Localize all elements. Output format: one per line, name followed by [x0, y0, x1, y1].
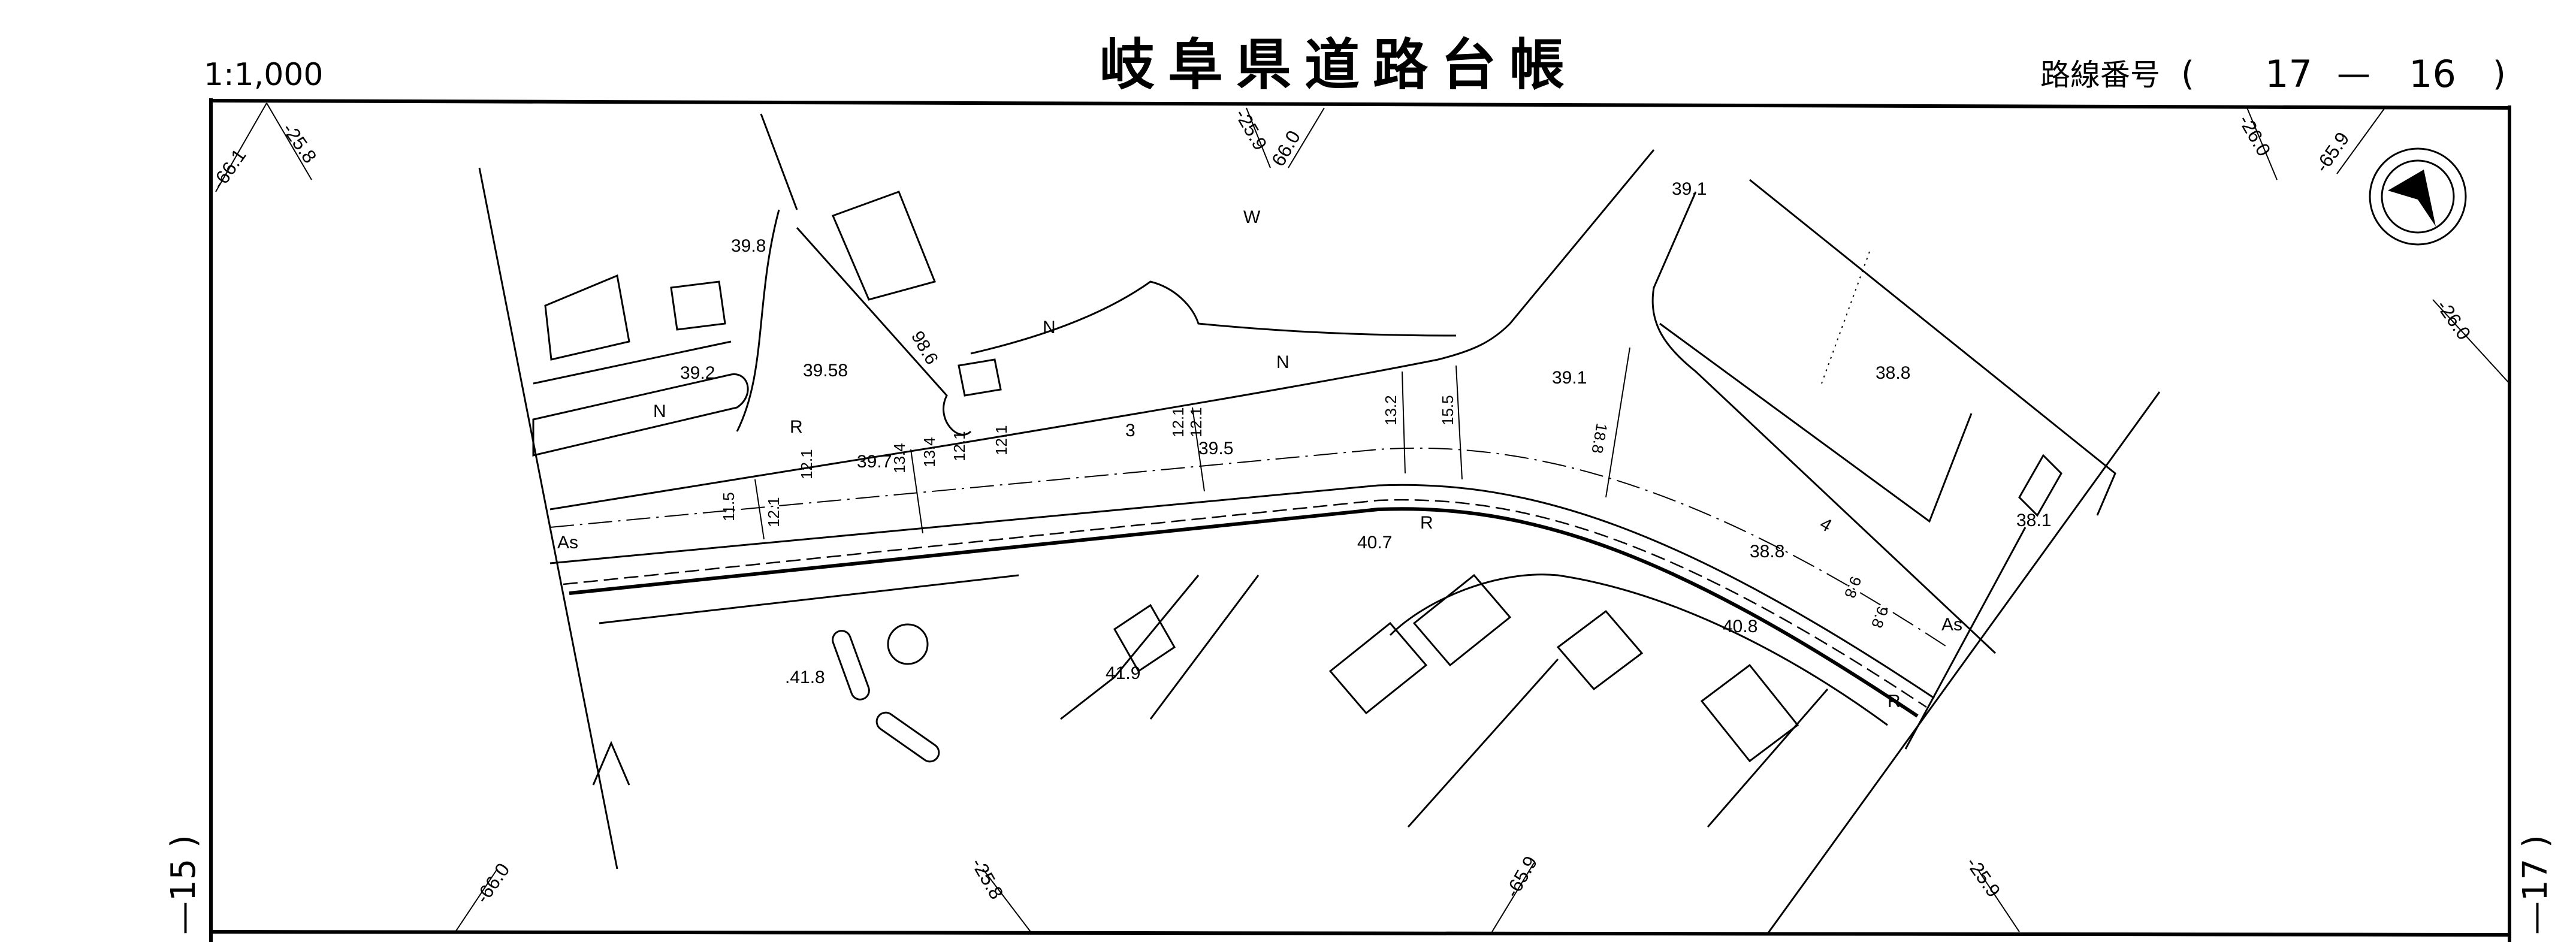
surface-label: As — [557, 533, 578, 552]
width-label: 12.1 — [765, 497, 783, 527]
route-number-dash: — — [2337, 55, 2370, 93]
route-open-paren: ( — [2181, 55, 2194, 93]
sheet-title: 岐阜県道路台帳 — [1100, 33, 1578, 97]
width-label: 11.5 — [720, 492, 738, 521]
elevation-label: 40.8 — [1723, 617, 1757, 636]
elevation-label: 41.9 — [1106, 663, 1140, 683]
elevation-label: 38.8 — [1876, 363, 1910, 383]
n-symbol: N — [1276, 352, 1289, 372]
elevation-label: 38.1 — [2016, 511, 2051, 530]
road-network — [478, 113, 2161, 934]
route-number-a: 17 — [2265, 52, 2312, 96]
elevation-label: 98.6 — [907, 328, 942, 368]
elevation-label: 39.1 — [1552, 368, 1587, 388]
elevation-label: 39.2 — [680, 363, 715, 383]
north-arrow-icon — [2369, 147, 2467, 246]
elevation-label: 39.58 — [803, 361, 848, 381]
adjacent-sheet-right: —17 ) — [2516, 835, 2555, 935]
r-symbol: R — [1888, 692, 1901, 711]
grid-label: 66.0 — [1267, 127, 1304, 170]
route-number: 路線番号 ( 17 — 16 ) — [2040, 52, 2506, 96]
route-number-b: 16 — [2409, 52, 2456, 96]
n-symbol: N — [653, 401, 666, 421]
r-symbol: R — [790, 417, 803, 437]
map-labels: 39.8 39.2 39.58 39.7 39.5 39.1 39.1 38.8… — [557, 179, 2051, 711]
map-frame — [209, 98, 2511, 942]
elevation-label: .41.8 — [785, 668, 825, 687]
grid-label: -26.0 — [2432, 295, 2475, 343]
grid-label: -25.9 — [1231, 105, 1272, 154]
elevation-label: 40.7 — [1357, 533, 1392, 552]
width-label: 12.1 — [950, 431, 968, 461]
width-dimensions: 11.5 12.1 12.1 13.4 13.4 12.1 12.1 12.1 … — [720, 347, 1892, 630]
width-label: 12.1 — [798, 449, 816, 479]
width-label: 12.1 — [1169, 407, 1187, 437]
elevation-label: 39.7 — [857, 452, 892, 472]
section-number: 3 — [1125, 421, 1136, 440]
elevation-label: 39.1 — [1672, 179, 1707, 199]
route-close-paren: ) — [2493, 55, 2506, 93]
route-number-label: 路線番号 — [2040, 58, 2160, 92]
water-symbol: W — [1243, 207, 1261, 227]
surface-label: As — [1941, 615, 1962, 635]
n-symbol: N — [1043, 318, 1056, 337]
width-label: 12.1 — [992, 425, 1010, 455]
grid-label: -66.0 — [471, 859, 514, 907]
width-label: 12.1 — [1187, 407, 1205, 437]
grid-label: -25.8 — [967, 855, 1008, 903]
elevation-label: 38.8 — [1750, 542, 1784, 561]
width-label: 18.8 — [1588, 422, 1611, 455]
width-label: 13.2 — [1382, 395, 1400, 425]
elevation-label: 39.8 — [731, 236, 766, 256]
grid-label: -25.8 — [278, 119, 321, 167]
width-label: 9.8 — [1868, 604, 1892, 630]
grid-marks: -66.1 -25.8 -25.9 66.0 -26.0 -65.9 -26.0… — [207, 102, 2510, 932]
adjacent-sheet-left: —15 ) — [164, 835, 203, 935]
grid-label: -25.9 — [1962, 853, 2004, 901]
grid-label: -66.1 — [207, 145, 250, 193]
grid-label: -65.9 — [1501, 852, 1542, 901]
width-label: 15.5 — [1439, 395, 1457, 425]
width-label: 13.4 — [890, 443, 908, 473]
width-label: 13.4 — [920, 437, 938, 467]
grid-label: -65.9 — [2311, 128, 2353, 176]
width-label: 9.8 — [1841, 574, 1865, 600]
scale-label: 1:1,000 — [204, 57, 323, 93]
elevation-label: 39.5 — [1198, 439, 1233, 458]
r-symbol: R — [1420, 513, 1433, 533]
section-number: 4 — [1817, 514, 1835, 536]
grid-label: -26.0 — [2234, 111, 2275, 160]
